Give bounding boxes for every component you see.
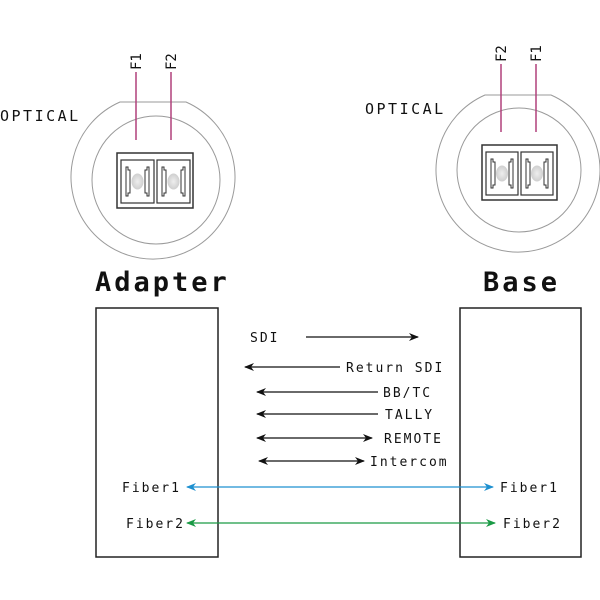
signal-label: TALLY bbox=[385, 408, 434, 423]
adapter-box bbox=[95, 307, 219, 558]
signal-remote: REMOTE bbox=[256, 432, 443, 447]
signal-return-sdi: Return SDI bbox=[244, 361, 444, 376]
signal-intercom: Intercom bbox=[258, 455, 449, 470]
adapter-fiber2-label: Fiber2 bbox=[126, 517, 185, 532]
base-optical-label: OPTICAL bbox=[365, 100, 446, 118]
signal-label: REMOTE bbox=[384, 432, 443, 447]
signal-bb-tc: BB/TC bbox=[256, 386, 432, 401]
fiber1-link: Fiber1 Fiber1 bbox=[122, 481, 559, 496]
base-fiber1-label: Fiber1 bbox=[500, 481, 559, 496]
adapter-outer-ring bbox=[70, 101, 236, 260]
adapter-optical-label: OPTICAL bbox=[0, 107, 81, 125]
base-inner-ring bbox=[456, 107, 582, 233]
adapter-f2-tag: F2 bbox=[164, 53, 180, 70]
fiber-links: Fiber1 Fiber1 Fiber2 Fiber2 bbox=[122, 481, 562, 532]
adapter-title: Adapter bbox=[95, 267, 230, 298]
base-fiber2-label: Fiber2 bbox=[503, 517, 562, 532]
adapter-f1-tag: F1 bbox=[129, 53, 145, 70]
base-outer-ring bbox=[435, 94, 600, 253]
base-title: Base bbox=[483, 267, 560, 298]
adapter-lens-2 bbox=[167, 173, 180, 190]
adapter-lc-port bbox=[116, 152, 194, 209]
signal-label: Return SDI bbox=[346, 361, 444, 376]
adapter-connector: OPTICAL F1 F2 Adapter bbox=[0, 53, 236, 298]
signal-label: Intercom bbox=[370, 455, 449, 470]
fiber2-link: Fiber2 Fiber2 bbox=[126, 517, 562, 532]
signal-tally: TALLY bbox=[256, 408, 434, 423]
base-f2-tag: F2 bbox=[494, 45, 510, 62]
base-box bbox=[459, 307, 582, 558]
base-connector: OPTICAL F2 F1 Base bbox=[365, 45, 600, 298]
signal-list: SDI Return SDI BB/TC TALLY REMOTE Interc… bbox=[244, 331, 449, 470]
adapter-lens-1 bbox=[131, 173, 144, 190]
signal-label: BB/TC bbox=[383, 386, 432, 401]
signal-sdi: SDI bbox=[250, 331, 419, 346]
adapter-inner-ring bbox=[91, 115, 221, 245]
base-lc-port bbox=[481, 144, 558, 201]
signal-label: SDI bbox=[250, 331, 279, 346]
base-lens-2 bbox=[531, 165, 543, 182]
base-lens-1 bbox=[496, 165, 508, 182]
base-f1-tag: F1 bbox=[529, 45, 545, 62]
adapter-fiber1-label: Fiber1 bbox=[122, 481, 181, 496]
